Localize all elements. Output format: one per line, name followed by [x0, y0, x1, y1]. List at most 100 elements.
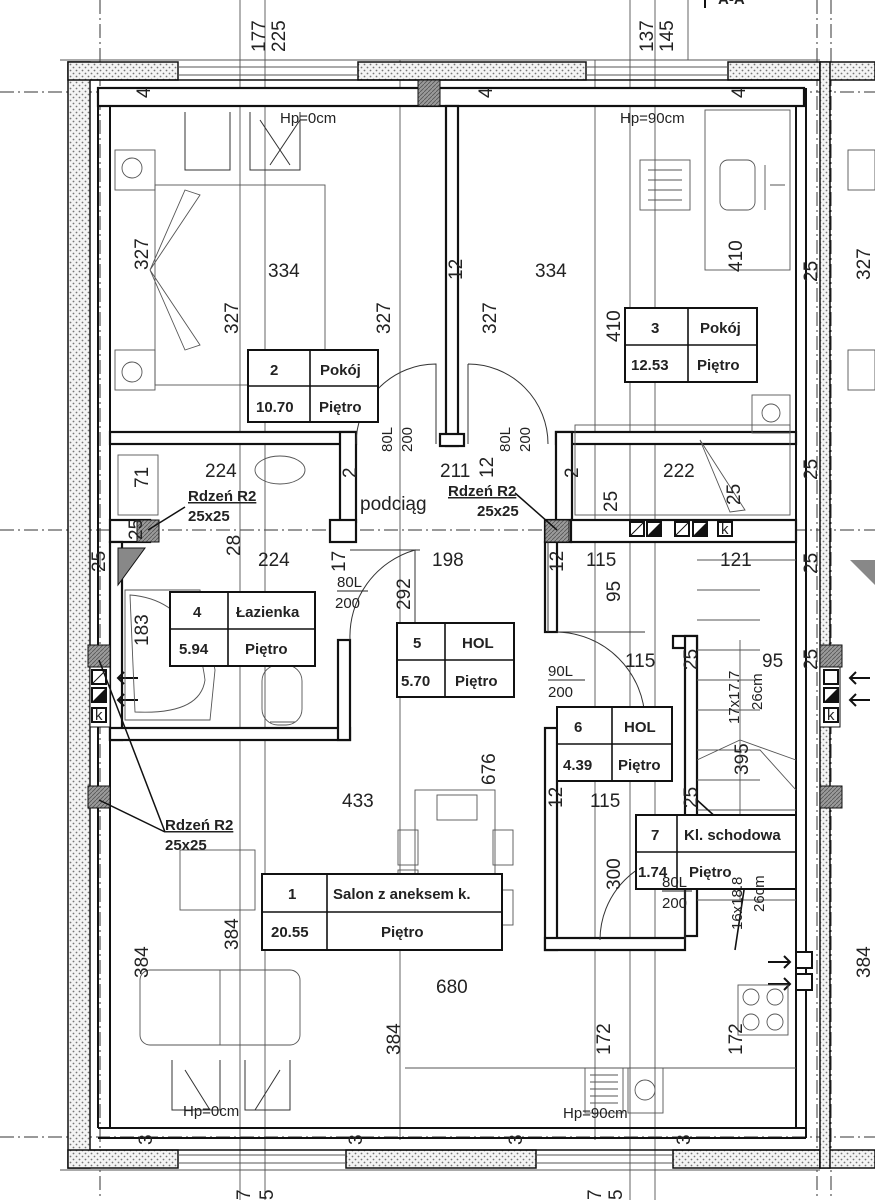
- dim-text: 327: [854, 248, 875, 280]
- hp-label: Hp=0cm: [183, 1103, 239, 1120]
- hp-label: Hp=90cm: [563, 1105, 628, 1122]
- room-name: Łazienka: [236, 604, 300, 621]
- dim-text: 12: [547, 551, 568, 572]
- room-area: 12.53: [631, 357, 669, 374]
- room-area: 1.74: [638, 864, 668, 881]
- room-name: Kl. schodowa: [684, 827, 781, 844]
- dim-text: 680: [436, 977, 468, 998]
- stairs-label: 16x18.8: [729, 877, 746, 930]
- room-level: Piętro: [689, 864, 732, 881]
- dim-text: 5: [257, 1189, 278, 1200]
- room-area: 5.70: [401, 673, 430, 690]
- dim-text: 410: [726, 240, 747, 272]
- hp-label: Hp=0cm: [280, 110, 336, 127]
- dim-text: 172: [594, 1023, 615, 1055]
- interior-walls: [96, 86, 807, 1139]
- dim-text: 172: [726, 1023, 747, 1055]
- dim-text: 327: [480, 302, 501, 334]
- dim-text: 7: [234, 1189, 255, 1200]
- door-label: 80L: [379, 427, 396, 452]
- core-size: 25x25: [188, 508, 230, 525]
- dim-text: 211: [440, 461, 470, 482]
- room-name: Salon z aneksem k.: [333, 886, 471, 903]
- room-name: Pokój: [700, 320, 741, 337]
- dim-text: 12: [477, 457, 498, 478]
- room-area: 5.94: [179, 641, 209, 658]
- dim-text: 145: [657, 20, 678, 52]
- room-area: 4.39: [563, 757, 592, 774]
- dim-text: 222: [663, 461, 695, 482]
- dim-text: 177: [249, 20, 270, 52]
- room-level: Piętro: [245, 641, 288, 658]
- dim-text: 225: [269, 20, 290, 52]
- room-number: 1: [288, 886, 296, 903]
- dim-text: 25: [126, 519, 147, 540]
- room-number: 3: [651, 320, 659, 337]
- dim-text: 198: [432, 550, 464, 571]
- dim-text: 25: [89, 551, 110, 572]
- core-size: 25x25: [477, 503, 519, 520]
- vent-label-k: k: [95, 707, 103, 724]
- core-label: Rdzeń R2: [165, 817, 233, 834]
- door-label: 80L: [497, 427, 514, 452]
- room-name: HOL: [624, 719, 656, 736]
- annotations: Hp=0cm Hp=90cm Hp=0cm Hp=90cm podciąg Rd…: [165, 110, 768, 1122]
- door-label: 200: [662, 895, 687, 912]
- room-number: 6: [574, 719, 582, 736]
- core-leaders: [98, 492, 558, 833]
- room-label-1: 1 Salon z aneksem k. 20.55 Piętro: [261, 873, 503, 951]
- dim-text: 95: [762, 651, 783, 672]
- core-label: Rdzeń R2: [188, 488, 256, 505]
- room-label-5: 5 HOL 5.70 Piętro: [396, 622, 515, 698]
- dim-text: 4: [729, 87, 750, 98]
- dim-text: 3: [506, 1134, 527, 1145]
- dim-text: 25: [801, 553, 822, 574]
- dim-text: 334: [535, 261, 567, 282]
- door-label: 200: [548, 684, 573, 701]
- dim-text: 25: [681, 649, 702, 670]
- dim-text: 183: [132, 614, 153, 646]
- room-level: Piętro: [618, 757, 661, 774]
- room-number: 4: [193, 604, 202, 621]
- dim-text: 410: [604, 310, 625, 342]
- vent-label-k: k: [721, 521, 729, 538]
- dim-text: 2: [562, 467, 583, 478]
- door-label: 200: [335, 595, 360, 612]
- dim-text: 25: [601, 491, 622, 512]
- dim-text: 334: [268, 261, 300, 282]
- dim-text: 327: [222, 302, 243, 334]
- room-name: Pokój: [320, 362, 361, 379]
- dim-text: 25: [724, 484, 745, 505]
- dim-text: 384: [854, 946, 875, 978]
- dimension-texts: 177 225 137 145 4 4 4 334 327 327 327 32…: [89, 20, 875, 1200]
- dim-text: 25: [681, 787, 702, 808]
- dim-text: 384: [384, 1023, 405, 1055]
- room-number: 7: [651, 827, 659, 844]
- room-label-6: 6 HOL 4.39 Piętro: [556, 706, 673, 782]
- stairs-label: 26cm: [749, 673, 766, 710]
- core-size: 25x25: [165, 837, 207, 854]
- room-area: 20.55: [271, 924, 309, 941]
- room-area: 10.70: [256, 399, 294, 416]
- dim-text: 327: [132, 238, 153, 270]
- room-label-3: 3 Pokój 12.53 Piętro: [624, 307, 758, 383]
- room-label-4: 4 Łazienka 5.94 Piętro: [169, 591, 316, 667]
- dim-text: 3: [346, 1134, 367, 1145]
- dim-text: 4: [134, 87, 155, 98]
- dim-text: 95: [604, 581, 625, 602]
- room-level: Piętro: [455, 673, 498, 690]
- dim-text: 384: [132, 946, 153, 978]
- dim-text: 25: [801, 649, 822, 670]
- dim-text: 12: [546, 787, 567, 808]
- room-label-7: 7 Kl. schodowa 1.74 Piętro: [635, 814, 797, 890]
- stairs-label: 26cm: [751, 875, 768, 912]
- dim-text: 5: [606, 1189, 627, 1200]
- header-fragment: A-A: [704, 0, 745, 8]
- section-label: A-A: [718, 0, 745, 8]
- dim-text: 384: [222, 918, 243, 950]
- vent-label-k: k: [827, 707, 835, 724]
- dim-text: 7: [585, 1189, 606, 1200]
- hp-label: Hp=90cm: [620, 110, 685, 127]
- room-level: Piętro: [381, 924, 424, 941]
